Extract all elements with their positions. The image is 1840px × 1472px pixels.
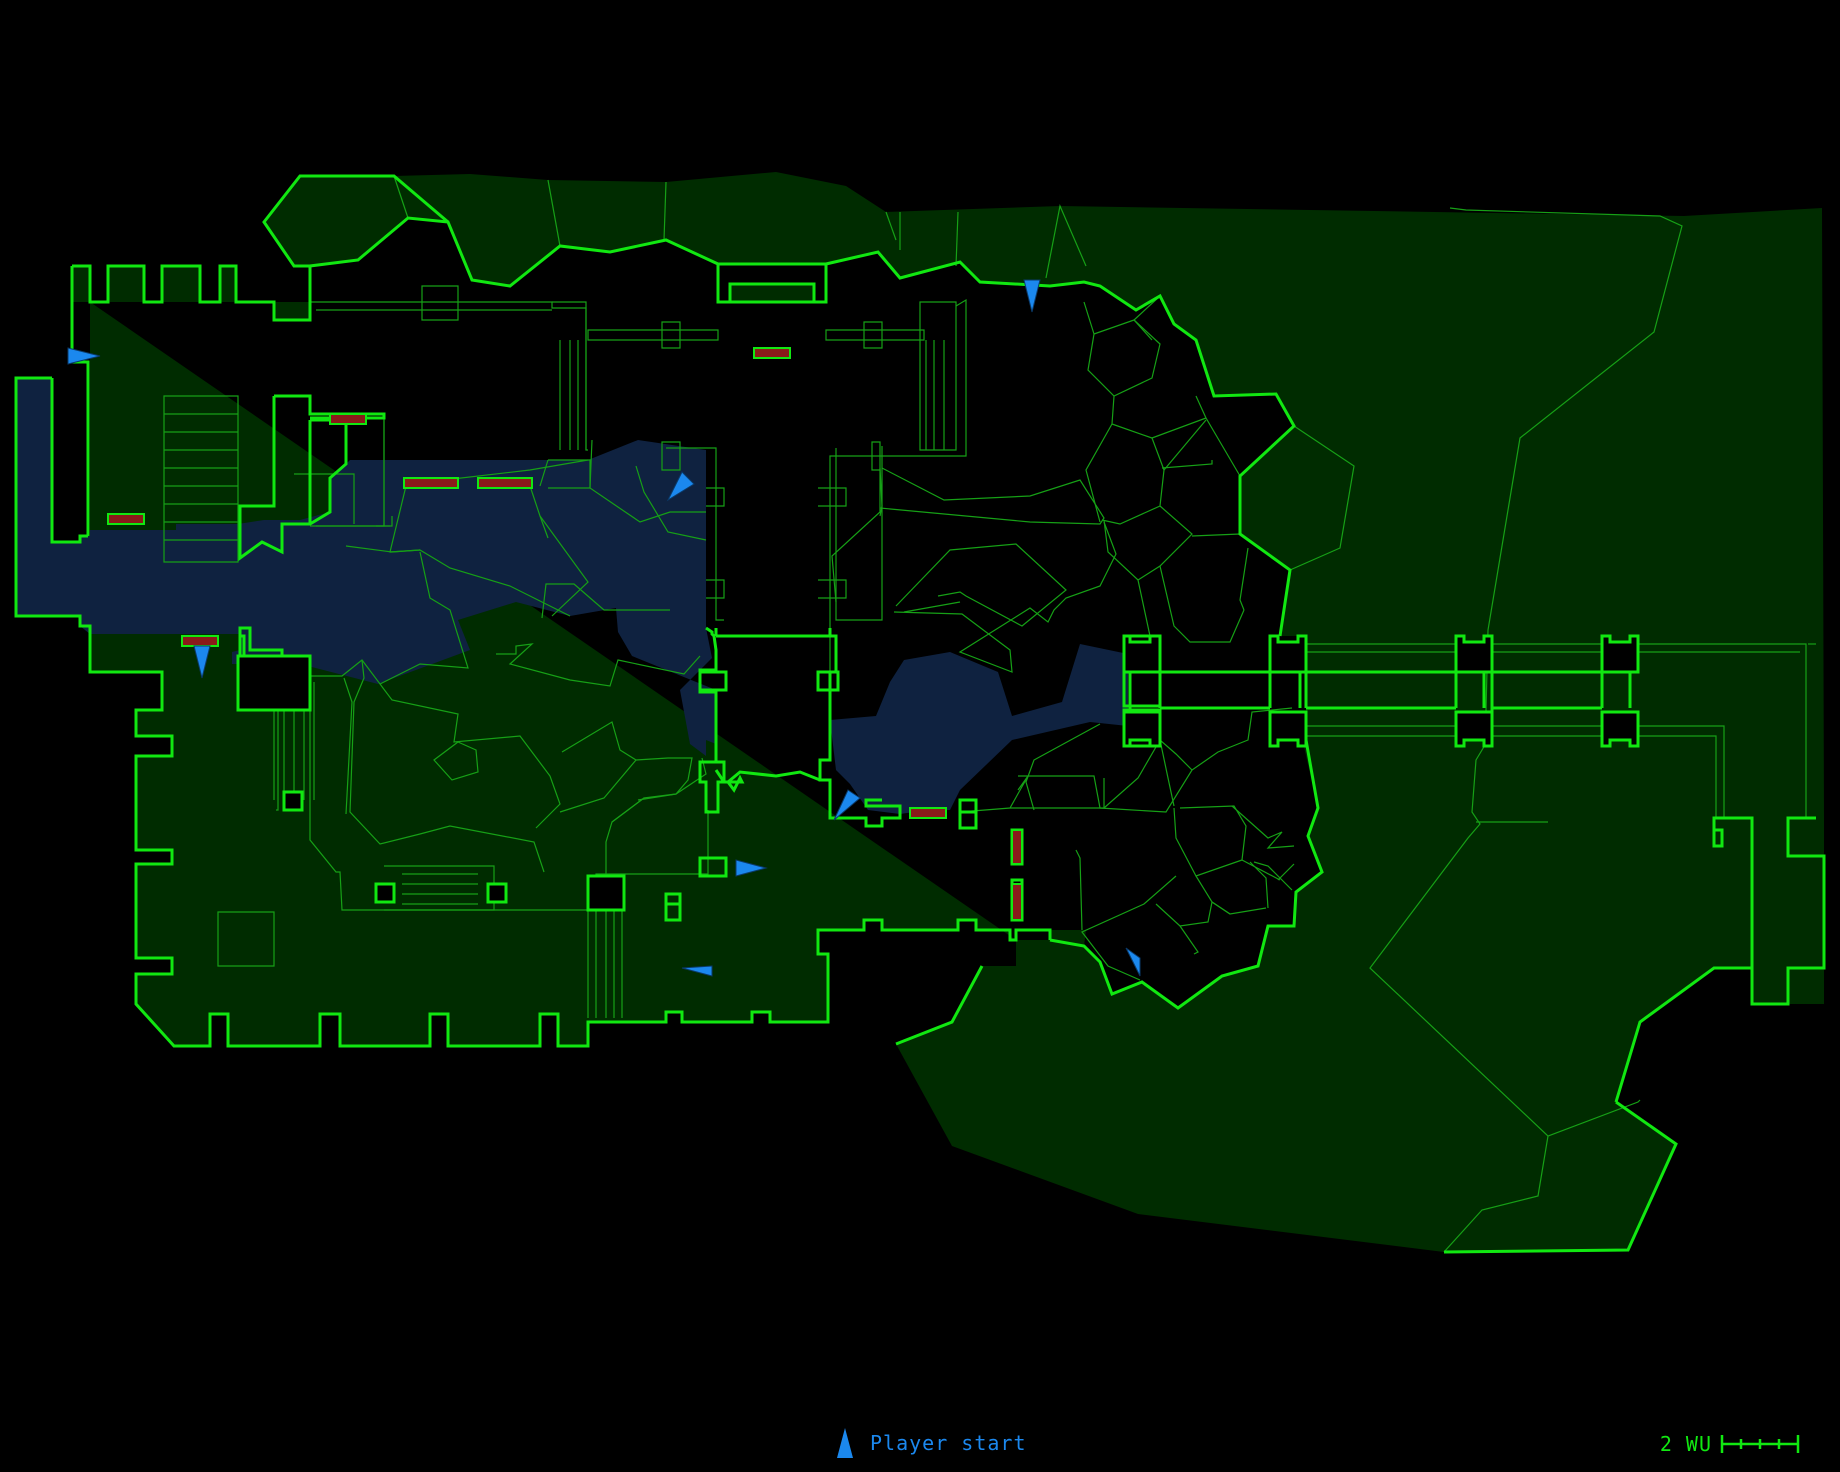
wall-box-small-1 (698, 670, 728, 692)
wall-east-ring (1712, 816, 1826, 1006)
wall-south-east (1049, 739, 1324, 1010)
floor-west-complex (72, 172, 1824, 1252)
void-pillar-c (1268, 634, 1308, 674)
void-pillar-f (1454, 710, 1494, 748)
wall-south-basin (895, 965, 984, 1046)
wall-box-small-4 (664, 892, 682, 922)
void-pillar-h (1600, 710, 1640, 748)
scale-label: 2 WU (1659, 1432, 1712, 1456)
player-start-icon (833, 789, 861, 821)
wall-outlines (14, 174, 1826, 1254)
player-start-icon (681, 965, 713, 977)
wall-west-outer (70, 266, 90, 536)
wall-west-inner (50, 378, 88, 544)
player-start-icon (67, 347, 101, 365)
void-box-7 (374, 882, 396, 904)
void-north-alcove (716, 262, 828, 304)
hazard-strip (107, 513, 145, 525)
wall-bridge-mid (1268, 672, 1604, 708)
player-start-icon (837, 1428, 853, 1458)
map-legend: Player start (836, 1428, 1027, 1458)
hazard-strip (329, 413, 367, 425)
wall-pillar-edge (1128, 672, 1494, 712)
void-pillar-e (1454, 634, 1494, 674)
hazard-strip (1011, 883, 1023, 921)
player-start-icon (193, 645, 211, 679)
void-west-notch (236, 654, 312, 712)
void-box-8 (486, 882, 508, 904)
wall-north-cap (262, 174, 449, 268)
wall-central-bridge (714, 628, 832, 638)
water-pool-west (16, 378, 716, 756)
floor-regions (16, 172, 1824, 1252)
hazard-strip (909, 807, 947, 819)
wall-central-divider-left (698, 626, 726, 814)
wall-box-small-5 (958, 798, 978, 830)
wall-box-small-2 (816, 670, 840, 692)
void-pillar-b (1122, 710, 1162, 748)
player-start-icon (735, 859, 768, 877)
hazard-strips (107, 347, 1023, 921)
wall-box-small-3 (698, 856, 728, 878)
hazard-strip (403, 477, 459, 489)
player-start-icon (666, 471, 695, 502)
player-starts (67, 279, 1141, 977)
wall-west-ledge (14, 376, 1052, 1048)
hazard-strip (753, 347, 791, 359)
player-start-label: Player start (870, 1431, 1027, 1455)
wall-central-notch (714, 769, 821, 793)
wall-north-west (72, 216, 1296, 637)
void-box-6 (282, 790, 304, 812)
wall-east-finger (1614, 966, 1752, 1103)
player-start-icon (1125, 947, 1141, 977)
floor-central-lower (80, 302, 1050, 1046)
subdivision-lines (163, 175, 1816, 1253)
void-pillar-d (1268, 710, 1308, 748)
void-pillar-a (1122, 634, 1162, 674)
scale-bar: 2 WU (1660, 1432, 1800, 1456)
player-start-icon (1023, 279, 1041, 313)
void-block-central (586, 874, 626, 912)
hazard-strip (181, 635, 219, 647)
scale-ruler-icon (1720, 1435, 1800, 1453)
water-pool-east (830, 644, 1128, 814)
void-pillar-g (1600, 634, 1640, 674)
hazard-strip (1011, 829, 1023, 865)
void-blocks (236, 262, 1640, 912)
hazard-strip (477, 477, 533, 489)
wall-far-east (1443, 1100, 1678, 1254)
